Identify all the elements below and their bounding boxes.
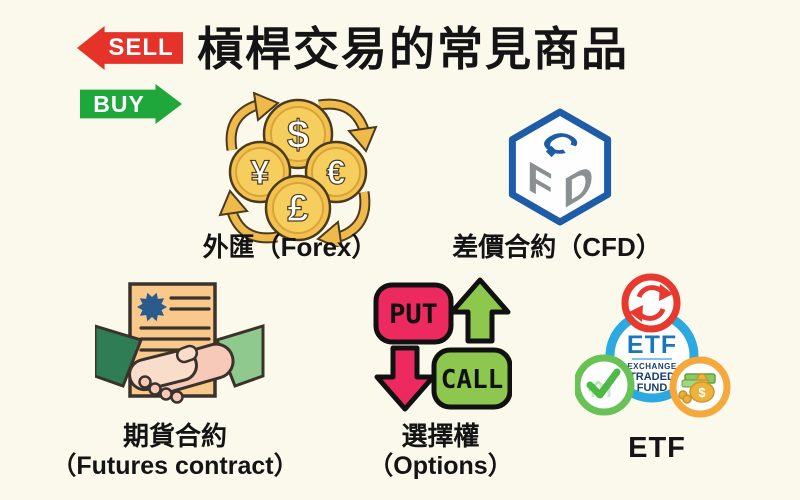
svg-text:FUND: FUND bbox=[637, 382, 668, 394]
svg-text:EXCHANGE: EXCHANGE bbox=[627, 362, 677, 371]
options-label-en: （Options） bbox=[368, 451, 513, 480]
document-seal bbox=[137, 292, 167, 322]
cube-outline bbox=[508, 108, 612, 226]
coin-euro: € bbox=[304, 140, 368, 204]
svg-text:€: € bbox=[327, 154, 346, 192]
etf-label: ETF bbox=[628, 432, 686, 464]
options-label-zh: 選擇權 bbox=[401, 421, 480, 451]
down-arrow-icon bbox=[374, 345, 436, 412]
svg-text:PUT: PUT bbox=[389, 299, 438, 330]
options-put-call-icon: PUT CALL bbox=[373, 277, 512, 412]
options-label: 選擇權 （Options） bbox=[338, 421, 543, 481]
page-title: 槓桿交易的常見商品 bbox=[197, 23, 629, 75]
buy-arrow-badge: BUY bbox=[80, 84, 182, 124]
sell-label: SELL bbox=[108, 34, 174, 61]
forex-coins-icon: $ ¥ € £ bbox=[218, 92, 378, 247]
thumb bbox=[175, 344, 199, 364]
handshake bbox=[95, 323, 265, 404]
right-sleeve bbox=[215, 323, 265, 388]
cfd-label: 差價合約（CFD） bbox=[452, 232, 662, 262]
svg-text:CALL: CALL bbox=[441, 365, 504, 395]
futures-label-zh: 期貨合約 bbox=[122, 421, 227, 451]
put-button: PUT bbox=[373, 282, 454, 345]
svg-text:ETF: ETF bbox=[627, 331, 677, 359]
cfd-cube-icon: C F D bbox=[508, 108, 612, 226]
svg-text:$: $ bbox=[698, 385, 706, 400]
left-sleeve bbox=[95, 324, 143, 388]
fingers bbox=[138, 375, 184, 404]
coin-pound: £ bbox=[264, 174, 332, 242]
coin-yen: ¥ bbox=[228, 140, 292, 204]
futures-label-en: （Futures contract） bbox=[51, 451, 299, 480]
etf-icon: ETF EXCHANGE TRADED FUND bbox=[575, 273, 731, 418]
svg-text:$: $ bbox=[287, 113, 309, 157]
up-arrow-icon bbox=[449, 277, 511, 344]
svg-text:TRADED: TRADED bbox=[629, 371, 675, 383]
money-bag-circle: $ bbox=[669, 356, 731, 418]
svg-text:¥: ¥ bbox=[251, 154, 270, 192]
svg-text:£: £ bbox=[287, 188, 308, 230]
futures-contract-icon bbox=[95, 282, 265, 404]
call-button: CALL bbox=[431, 347, 512, 410]
refresh-circle bbox=[621, 273, 681, 333]
forex-label: 外匯（Forex） bbox=[202, 232, 378, 262]
futures-label: 期貨合約 （Futures contract） bbox=[15, 421, 335, 481]
buy-label: BUY bbox=[93, 90, 145, 117]
sell-arrow-badge: SELL bbox=[77, 26, 183, 70]
growth-check-circle bbox=[575, 354, 635, 416]
